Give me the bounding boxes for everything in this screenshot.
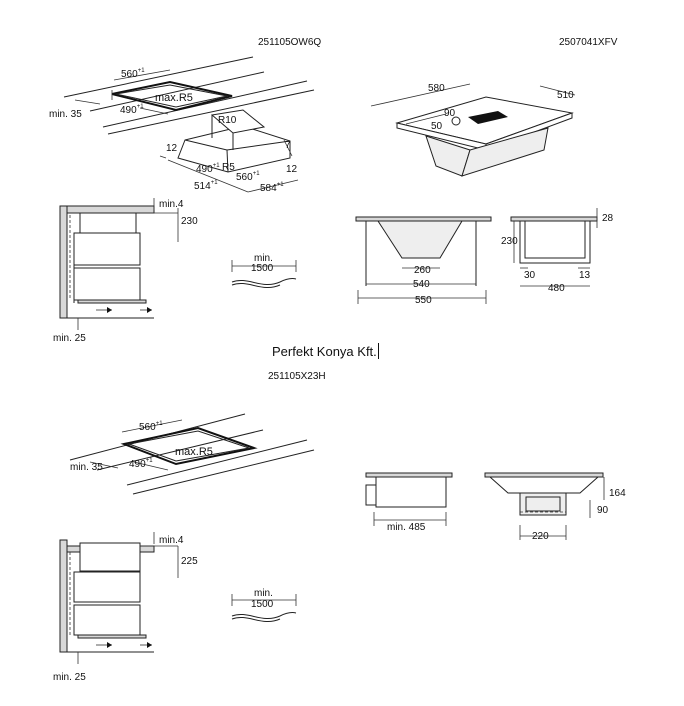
dim-section-height-top: 230 (181, 216, 198, 227)
worktop-cutout-bottom (69, 413, 315, 495)
dim-hood-depth: 510 (557, 90, 574, 101)
hood-side-view (510, 208, 598, 287)
dim-hood-base-540: 540 (413, 279, 430, 290)
dim-hood-side-13: 13 (579, 270, 591, 281)
section-view-top (59, 198, 179, 330)
dim-frame-depth: 12 (166, 143, 178, 154)
text-cursor (377, 343, 379, 359)
dim-cable-min-bottom: min. (254, 588, 273, 599)
dim-section-height-bottom: 225 (181, 556, 198, 567)
hob-side-view-bottom (365, 472, 453, 526)
dim-frame-560: 560+1 (236, 171, 260, 183)
dim-section-min4-top: min.4 (159, 199, 184, 210)
dim-cable-min-top: min. (254, 253, 273, 264)
dim-tolerance: +1 (276, 182, 284, 188)
dim-90: 90 (597, 505, 609, 516)
dim-hood-base-550: 550 (415, 295, 432, 306)
dim-220: 220 (532, 531, 549, 542)
dim-hood-side-480: 480 (548, 283, 565, 294)
hood-perspective (370, 83, 576, 177)
section-view-bottom (59, 532, 179, 664)
dim-cutout-depth-top: 490+1 (120, 104, 144, 116)
dim-section-min25-top: min. 25 (53, 333, 86, 344)
dim-cutout-width-top: 560+1 (121, 68, 145, 80)
dim-value: 584 (260, 183, 277, 194)
dim-frame-radius: R10 (218, 115, 237, 126)
hob-front-view-bottom (484, 472, 605, 540)
dim-tolerance: +1 (136, 104, 144, 110)
dim-value: 560 (139, 422, 156, 433)
frame-profile-top (159, 109, 299, 193)
dim-frame-584: 584+1 (260, 182, 284, 194)
dim-section-min25-bottom: min. 25 (53, 672, 86, 683)
hood-code-top: 2507041XFV (559, 37, 618, 48)
dim-tolerance: +1 (212, 163, 220, 169)
dim-edge-min-top: min. 35 (49, 109, 82, 120)
dim-tolerance: +1 (145, 458, 153, 464)
cable-bottom (231, 594, 297, 623)
dim-frame-490: 490+1 (196, 163, 220, 175)
hood-front-view (355, 216, 492, 304)
dim-frame-height: 7 (285, 140, 291, 151)
dim-hood-angle: 90 (444, 108, 456, 119)
dim-tolerance: +1 (155, 421, 163, 427)
dim-cable-len-bottom: 1500 (251, 599, 274, 610)
dim-hood-width: 580 (428, 83, 445, 94)
dim-hood-side-30: 30 (524, 270, 536, 281)
dim-value: 514 (194, 181, 211, 192)
dim-value: 490 (120, 105, 137, 116)
hob-code-bottom: 251105X23H (268, 371, 326, 382)
dim-min-485: min. 485 (387, 522, 426, 533)
dim-value: 560 (236, 172, 253, 183)
dim-tolerance: +1 (252, 171, 260, 177)
dim-section-min4-bottom: min.4 (159, 535, 184, 546)
dim-edge-min-bottom: min. 35 (70, 462, 103, 473)
dim-164: 164 (609, 488, 626, 499)
dim-hood-base-260: 260 (414, 265, 431, 276)
dim-value: 490 (129, 459, 146, 470)
cable-top (231, 260, 297, 289)
company-name: Perfekt Konya Kft. (272, 343, 379, 359)
dim-frame-514: 514+1 (194, 180, 218, 192)
company-name-text: Perfekt Konya Kft. (272, 344, 377, 359)
dim-hood-top-28: 28 (602, 213, 614, 224)
dim-frame-r5: R5 (222, 162, 235, 173)
dim-hood-height-230: 230 (501, 236, 518, 247)
dim-value: 490 (196, 164, 213, 175)
dim-radius-top: max.R5 (155, 92, 193, 104)
dim-cable-len-top: 1500 (251, 263, 274, 274)
worktop-cutout-top (63, 56, 315, 135)
dim-frame-side: 12 (286, 164, 298, 175)
hob-code-top: 251105OW6Q (258, 37, 322, 48)
dim-hood-50: 50 (431, 121, 443, 132)
dim-cutout-depth-bottom: 490+1 (129, 458, 153, 470)
dim-tolerance: +1 (210, 180, 218, 186)
dim-tolerance: +1 (137, 68, 145, 74)
dim-value: 560 (121, 69, 138, 80)
dim-cutout-width-bottom: 560+1 (139, 421, 163, 433)
dim-radius-bottom: max.R5 (175, 446, 213, 458)
